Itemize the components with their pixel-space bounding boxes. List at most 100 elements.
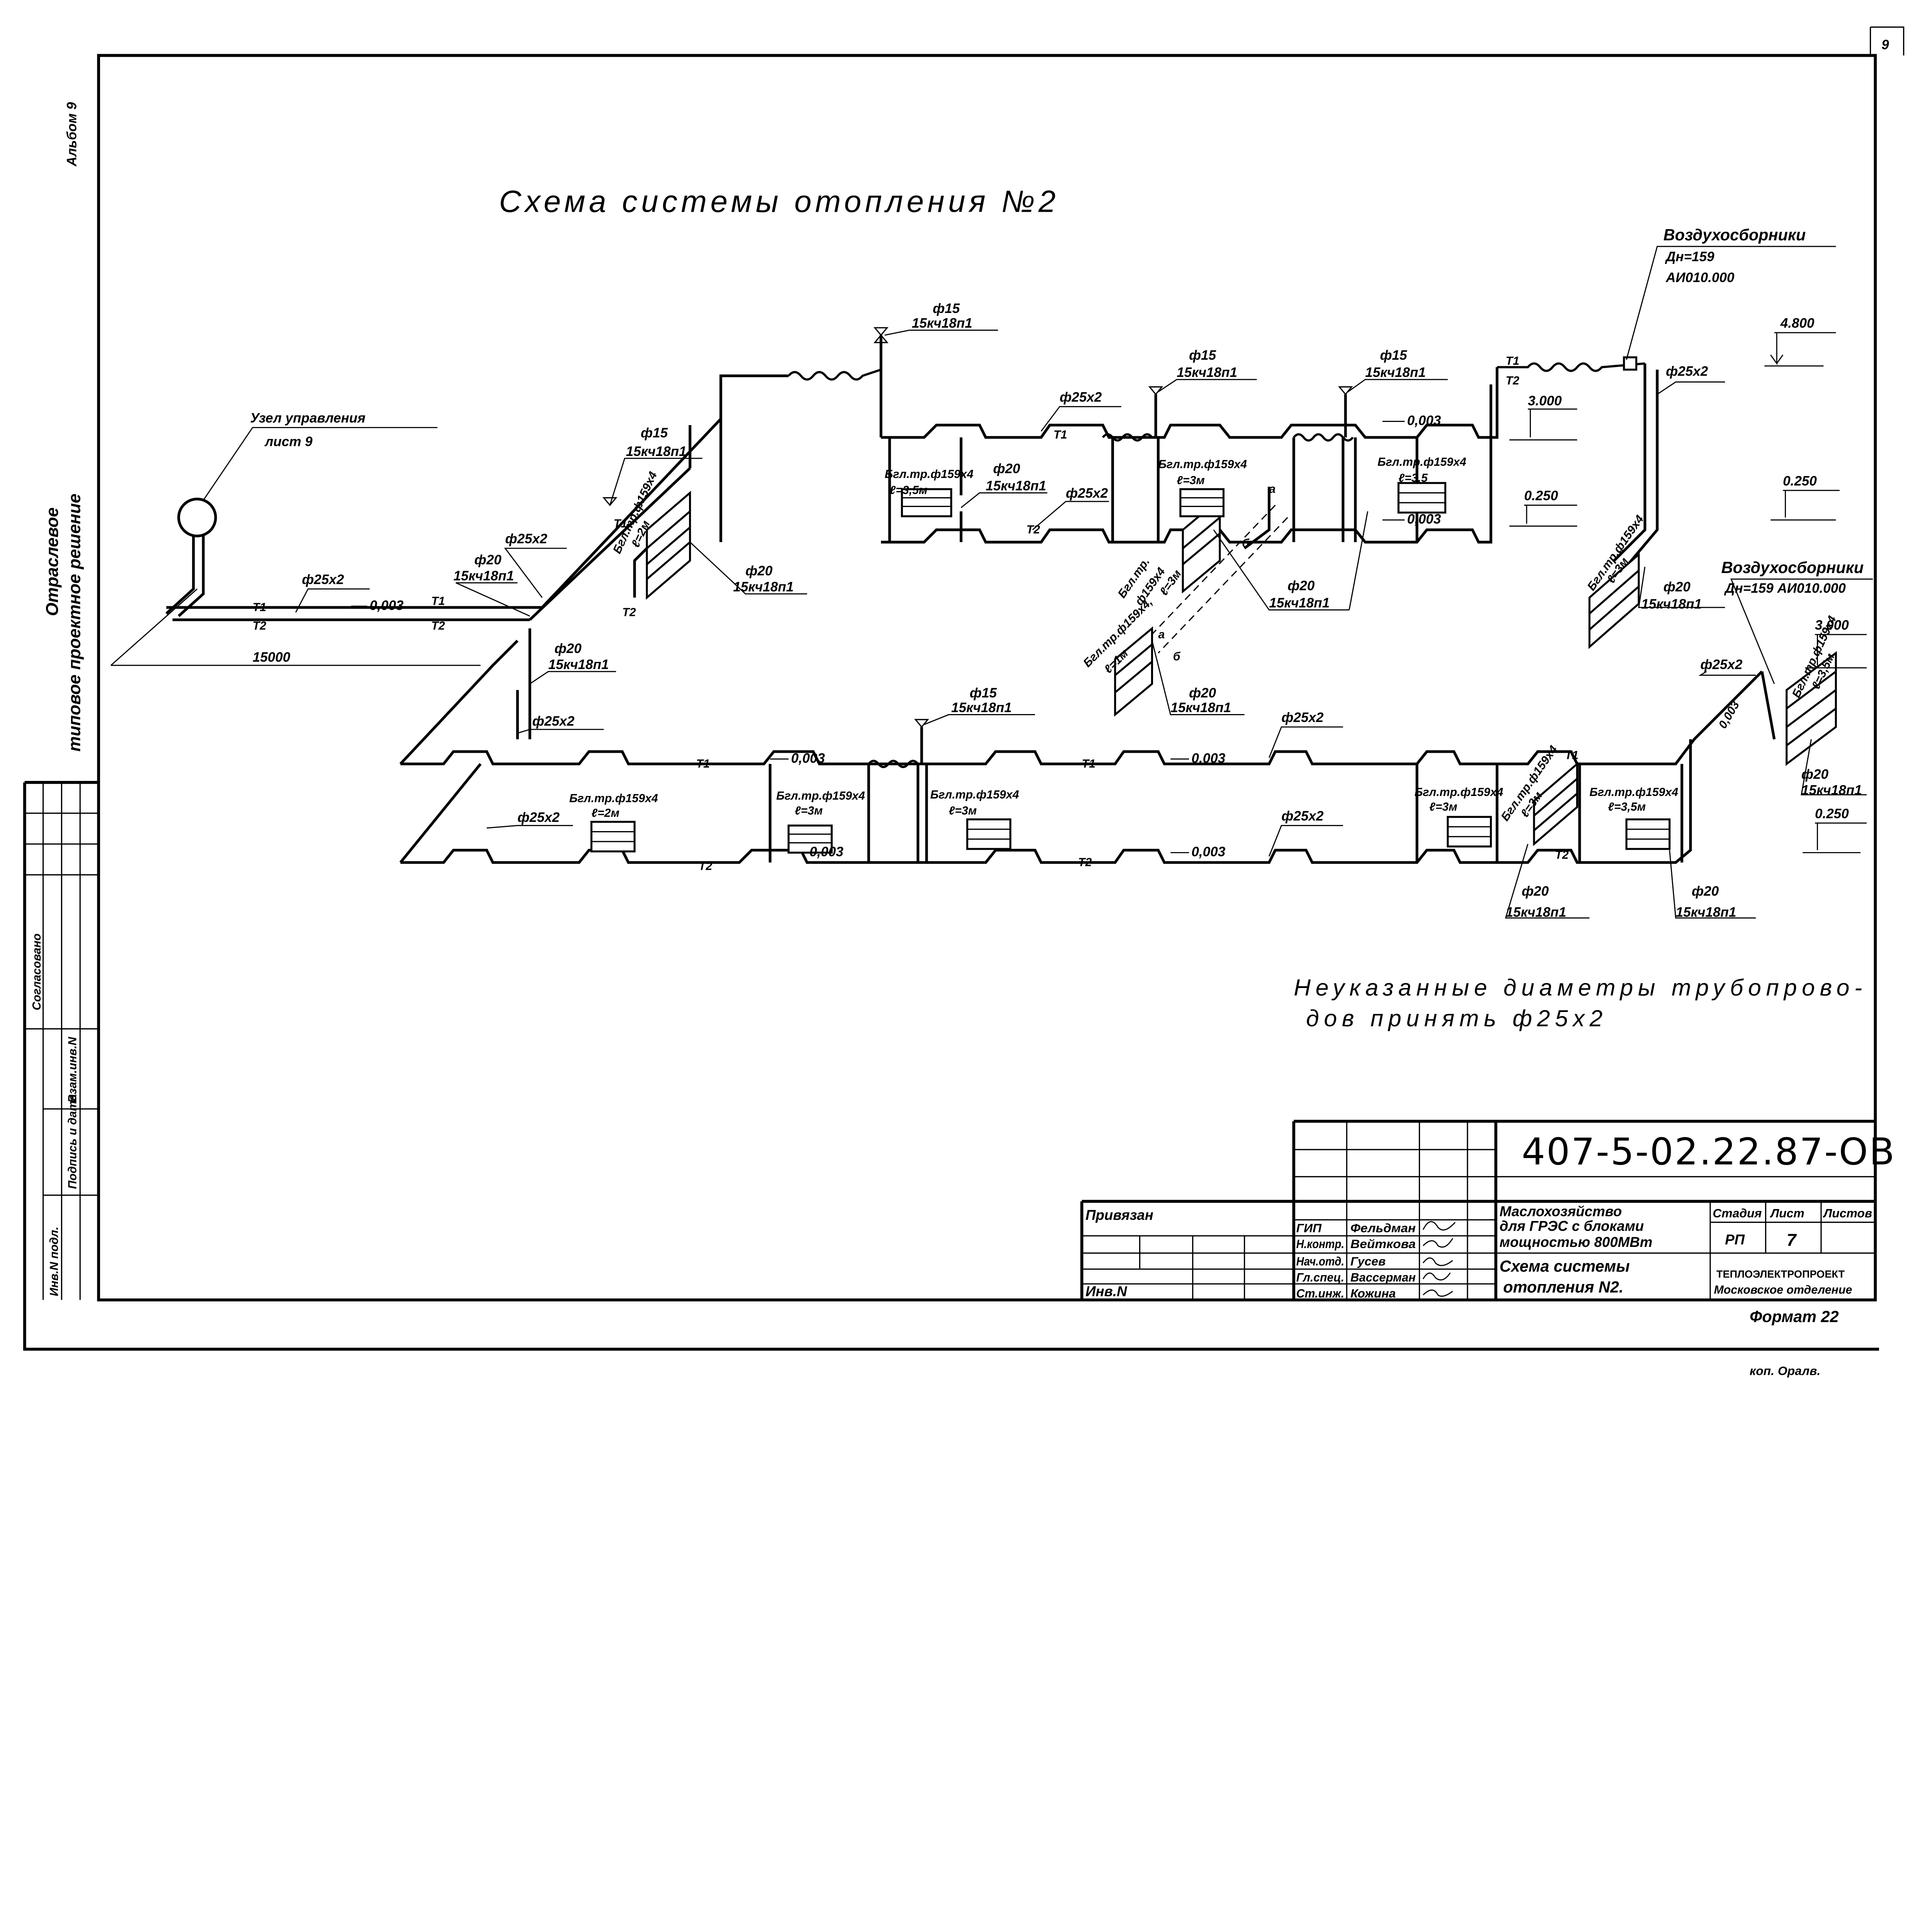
radiator-length: ℓ=3м	[949, 804, 977, 817]
point-label: а	[1158, 628, 1165, 641]
length-dimension: 15000	[253, 650, 291, 665]
diameter-label: ф25x2	[1281, 710, 1324, 725]
diameter-label: ф15	[641, 425, 668, 440]
diameter-label: ф20	[1287, 578, 1315, 593]
valve-label: 15кч18п1	[1801, 783, 1862, 798]
slope-label: 0,003	[1407, 413, 1441, 428]
pipe-network	[111, 335, 1837, 864]
role-label: Н.контр.	[1296, 1237, 1344, 1251]
stage-value: РП	[1725, 1232, 1745, 1248]
radiator-length: ℓ=2м	[592, 807, 620, 820]
replace-inv-label: Взам.инв.N	[66, 1036, 79, 1102]
valve-label: 15кч18п1	[1177, 365, 1237, 380]
diameter-label: ф25x2	[1066, 486, 1108, 501]
role-label: ГИП	[1296, 1221, 1322, 1235]
name-label: Вейткова	[1350, 1237, 1416, 1251]
radiator	[1179, 488, 1225, 517]
radiator-type: Бгл.тр.ф159х4	[776, 790, 865, 803]
elevation-markers: 4.800 3.000 0.250 0.250 3.000 0.250	[1509, 316, 1867, 854]
supply-line-label: Т1	[1053, 429, 1067, 441]
return-line-label: Т2	[699, 860, 712, 872]
role-label: Ст.инж.	[1296, 1286, 1344, 1300]
return-line-label: Т2	[253, 619, 266, 632]
supply-line-label: Т1	[1082, 758, 1095, 770]
diameter-label: ф15	[1380, 348, 1407, 363]
slope-label: 0,003	[1192, 751, 1226, 766]
radiators	[590, 482, 1671, 854]
diameter-label: ф15	[970, 685, 997, 701]
diameter-label: ф20	[1692, 884, 1719, 899]
sheets-header: Листов	[1823, 1206, 1872, 1220]
air-collector-dn-code: Дн=159 АИ010.000	[1724, 581, 1846, 596]
diameter-label: ф25x2	[517, 810, 560, 825]
agreed-label: Согласовано	[31, 934, 43, 1010]
leader-lines	[295, 246, 1873, 919]
diameter-label: ф25x2	[1666, 364, 1708, 379]
radiator-type: Бгл.тр.ф159х4	[1590, 786, 1679, 799]
signature-marks	[1422, 1221, 1456, 1297]
valve-label: 15кч18п1	[1170, 700, 1231, 715]
radiator-length: ℓ=3,5	[1398, 472, 1428, 485]
valve-label: 15кч18п1	[548, 657, 609, 672]
stage-header: Стадия	[1713, 1206, 1762, 1220]
left-margin: Альбом 9 Отраслевое типовое проектное ре…	[24, 102, 99, 1300]
valve-label: 15кч18п1	[1269, 595, 1330, 611]
radiator	[590, 821, 636, 852]
copied-by-label: коп. Оралв.	[1750, 1364, 1820, 1378]
radiator	[1397, 482, 1446, 514]
radiator-type: Бгл.тр.ф159х4	[885, 468, 974, 481]
radiator-type: Бгл.тр.ф159х4	[569, 792, 658, 805]
point-label: а	[1269, 483, 1276, 496]
document-code: 407-5-02.22.87-ОВ	[1522, 1130, 1896, 1173]
return-line-label: Т2	[622, 606, 636, 619]
note-line: дов принять ф25x2	[1306, 1005, 1607, 1031]
diameter-label: ф20	[1663, 580, 1691, 595]
radiator-length: ℓ=3,5м	[889, 484, 927, 497]
project-name: мощностью 800МВт	[1500, 1234, 1653, 1250]
sheet-title: Схема системы	[1500, 1257, 1630, 1275]
supply-line-label: Т1	[431, 595, 445, 608]
supply-line-label: Т1	[696, 758, 710, 770]
title-block: 407-5-02.22.87-ОВ Привязан Инв.N ГИП Н.к…	[1080, 1119, 1896, 1378]
radiator	[787, 824, 833, 854]
valve-label: 15кч18п1	[626, 444, 687, 459]
diameter-label: ф20	[1522, 884, 1549, 899]
album-label: Альбом 9	[65, 102, 80, 167]
format-label: Формат 22	[1750, 1308, 1839, 1326]
sheet-number: 9	[1881, 37, 1889, 53]
radiator-length: ℓ=3м	[1177, 474, 1205, 487]
point-label: б	[1173, 650, 1181, 663]
radiator-type: Бгл.тр.ф159х4	[1378, 456, 1466, 468]
sheet-title: отопления N2.	[1503, 1278, 1623, 1296]
organization-branch: Московское отделение	[1714, 1284, 1852, 1296]
drawing-title: Схема системы отопления №2	[499, 184, 1059, 218]
air-collector-name: Воздухосборники	[1663, 226, 1806, 244]
valve-label: 15кч18п1	[912, 316, 973, 331]
radiator	[901, 488, 952, 517]
diameter-label: ф20	[745, 563, 773, 578]
standard-label: типовое проектное решение	[65, 493, 84, 752]
return-line-label: Т2	[1506, 374, 1519, 387]
pipe-labels: ф15 15кч18п1 ф15 15кч18п1 ф15 15кч18п1 ф…	[253, 301, 1862, 920]
name-label: Фельдман	[1350, 1221, 1416, 1235]
elevation-label: 0.250	[1524, 488, 1558, 503]
elevation-label: 3.000	[1815, 617, 1849, 633]
valve-label: 15кч18п1	[453, 568, 514, 583]
diameter-label: ф20	[993, 461, 1020, 476]
organization-name: ТЕПЛОЭЛЕКТРОПРОЕКТ	[1716, 1268, 1845, 1280]
air-collector-code: АИ010.000	[1665, 270, 1735, 285]
diameter-label: ф20	[554, 641, 582, 656]
supply-line-label: Т1	[1506, 355, 1519, 367]
diameter-label: ф25x2	[505, 531, 548, 546]
diameter-label: ф25x2	[302, 572, 344, 587]
valve-label: 15кч18п1	[1365, 365, 1426, 380]
diameter-label: ф25x2	[1701, 657, 1743, 672]
name-label: Гусев	[1350, 1254, 1386, 1268]
industry-label: Отраслевое	[43, 507, 62, 616]
sign-date-label: Подпись и дата	[66, 1094, 79, 1189]
elevation-label: 0.250	[1815, 806, 1849, 821]
heating-scheme-drawing: 9 Альбом 9 Отраслевое типовое проектное …	[23, 26, 1905, 1378]
return-line-label: Т2	[1078, 856, 1092, 869]
sheet-header: Лист	[1770, 1206, 1804, 1220]
diameter-label: ф25x2	[1060, 390, 1102, 405]
